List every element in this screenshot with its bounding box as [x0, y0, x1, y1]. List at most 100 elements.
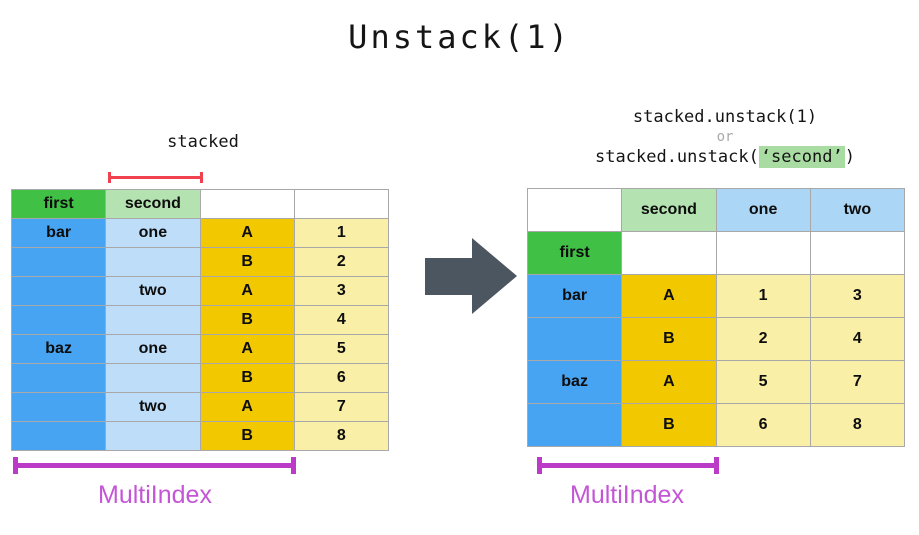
cell-3: 3	[809, 274, 906, 318]
bracket-tick-left	[108, 172, 111, 183]
cell-6: 6	[715, 403, 811, 447]
empty-cell	[526, 403, 623, 447]
empty-cell	[10, 421, 107, 451]
empty-cell	[809, 231, 906, 275]
code-line2-prefix: stacked.unstack(	[595, 147, 759, 167]
cell-one: one	[715, 188, 811, 232]
empty-cell	[526, 317, 623, 361]
empty-cell	[10, 276, 107, 306]
empty-cell	[105, 247, 201, 277]
cell-a: A	[199, 392, 295, 422]
right-multiindex-label: MultiIndex	[570, 481, 684, 509]
second-column-bracket	[108, 172, 203, 183]
cell-4: 4	[293, 305, 390, 335]
cell-second: second	[105, 189, 201, 219]
cell-b: B	[199, 305, 295, 335]
unstack-code-caption: stacked.unstack(1) or stacked.unstack(‘s…	[540, 106, 910, 169]
cell-1: 1	[715, 274, 811, 318]
cell-2: 2	[715, 317, 811, 361]
code-line-1: stacked.unstack(1)	[632, 107, 818, 127]
empty-cell	[105, 421, 201, 451]
cell-one: one	[105, 218, 201, 248]
cell-b: B	[621, 403, 717, 447]
cell-two: two	[105, 276, 201, 306]
cell-8: 8	[293, 421, 390, 451]
code-line-2: stacked.unstack(‘second’)	[540, 146, 910, 169]
empty-cell	[715, 231, 811, 275]
cell-bar: bar	[526, 274, 623, 318]
bracket-line	[108, 176, 203, 179]
cell-b: B	[199, 247, 295, 277]
code-line2-highlight: ‘second’	[758, 146, 845, 168]
cell-baz: baz	[10, 334, 107, 364]
bracket-tick-right	[200, 172, 203, 183]
cell-5: 5	[715, 360, 811, 404]
empty-cell	[10, 392, 107, 422]
empty-cell	[199, 189, 295, 219]
code-line2-suffix: )	[844, 147, 855, 167]
bracket-tick-right	[291, 457, 296, 474]
cell-first: first	[10, 189, 107, 219]
cell-6: 6	[293, 363, 390, 393]
cell-one: one	[105, 334, 201, 364]
empty-cell	[10, 305, 107, 335]
bracket-tick-right	[714, 457, 719, 474]
stacked-caption: stacked	[167, 132, 239, 152]
empty-cell	[293, 189, 390, 219]
cell-a: A	[199, 218, 295, 248]
table-row: first	[526, 231, 906, 275]
cell-1: 1	[293, 218, 390, 248]
cell-a: A	[199, 276, 295, 306]
bracket-line	[537, 463, 719, 468]
cell-b: B	[199, 363, 295, 393]
empty-cell	[10, 247, 107, 277]
arrow-head	[472, 238, 517, 314]
cell-a: A	[199, 334, 295, 364]
cell-second: second	[621, 188, 717, 232]
cell-4: 4	[809, 317, 906, 361]
cell-two: two	[809, 188, 906, 232]
cell-baz: baz	[526, 360, 623, 404]
cell-5: 5	[293, 334, 390, 364]
empty-cell	[105, 363, 201, 393]
empty-cell	[526, 188, 623, 232]
cell-3: 3	[293, 276, 390, 306]
empty-cell	[621, 231, 717, 275]
left-multiindex-bracket	[13, 457, 296, 474]
arrow-shaft	[425, 258, 472, 295]
cell-first: first	[526, 231, 623, 275]
cell-two: two	[105, 392, 201, 422]
bracket-tick-left	[537, 457, 542, 474]
left-multiindex-label: MultiIndex	[98, 481, 212, 509]
empty-cell	[105, 305, 201, 335]
cell-8: 8	[809, 403, 906, 447]
cell-bar: bar	[10, 218, 107, 248]
cell-7: 7	[293, 392, 390, 422]
cell-b: B	[199, 421, 295, 451]
cell-a: A	[621, 274, 717, 318]
cell-a: A	[621, 360, 717, 404]
bracket-tick-left	[13, 457, 18, 474]
cell-2: 2	[293, 247, 390, 277]
empty-cell	[10, 363, 107, 393]
code-or-text: or	[716, 129, 734, 145]
cell-b: B	[621, 317, 717, 361]
cell-7: 7	[809, 360, 906, 404]
